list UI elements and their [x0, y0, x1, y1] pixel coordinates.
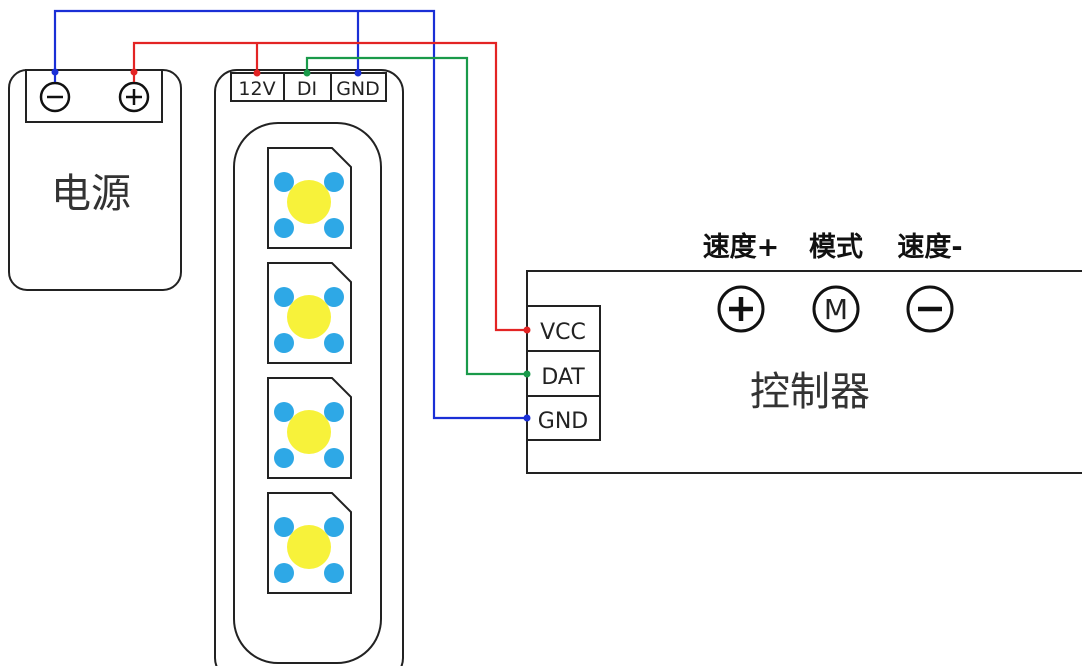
wire-node: [303, 69, 311, 77]
plus-circle-icon: [717, 285, 765, 333]
wire-ground: [53, 9, 527, 420]
led-chip: [267, 147, 352, 249]
button-label-speed-down: 速度-: [897, 231, 962, 263]
led-contact-dot: [324, 218, 344, 238]
wire-data: [305, 56, 527, 376]
led-contact-dot: [324, 448, 344, 468]
led-core: [287, 180, 331, 224]
led-contact-dot: [274, 287, 294, 307]
wire-node: [253, 69, 261, 77]
wire-node: [354, 69, 362, 77]
led-contact-dot: [274, 563, 294, 583]
wire-node: [51, 68, 59, 76]
wire-node: [130, 68, 138, 76]
button-label-speed-up: 速度+: [703, 231, 780, 263]
led-contact-dot: [274, 402, 294, 422]
plus-circle-icon: [118, 81, 150, 113]
led-core: [287, 410, 331, 454]
controller: VCC DAT GND 速度+ 模式 速度- M 控制器: [526, 231, 1082, 474]
led-contact-dot: [324, 402, 344, 422]
led-strip: 12V DI GND: [214, 69, 404, 666]
wire-node: [523, 414, 531, 422]
power-supply: 电源: [8, 69, 182, 291]
controller-pin-vcc: VCC: [540, 320, 586, 345]
led-core: [287, 295, 331, 339]
controller-label: 控制器: [750, 369, 870, 415]
button-label-mode: 模式: [809, 232, 863, 263]
wire-power: [132, 41, 527, 332]
strip-pin-gnd: GND: [336, 78, 380, 100]
led-contact-dot: [274, 172, 294, 192]
power-supply-label: 电源: [51, 171, 131, 217]
led-contact-dot: [324, 563, 344, 583]
led-group: [267, 147, 352, 594]
wire-node: [523, 370, 531, 378]
led-contact-dot: [324, 287, 344, 307]
strip-pin-di: DI: [297, 78, 317, 100]
led-contact-dot: [274, 517, 294, 537]
led-contact-dot: [324, 172, 344, 192]
mode-glyph: M: [824, 293, 848, 326]
led-contact-dot: [274, 448, 294, 468]
wires: [51, 9, 531, 422]
mode-m-circle-icon: M: [812, 285, 860, 333]
led-contact-dot: [274, 218, 294, 238]
led-chip: [267, 377, 352, 479]
led-contact-dot: [324, 333, 344, 353]
controller-pin-dat: DAT: [541, 365, 585, 390]
led-chip: [267, 262, 352, 364]
wire-node: [523, 326, 531, 334]
strip-pin-12v: 12V: [238, 78, 275, 100]
mode-button[interactable]: M: [812, 285, 860, 333]
speed-up-button[interactable]: [717, 285, 765, 333]
speed-down-button[interactable]: [906, 285, 954, 333]
minus-circle-icon: [39, 81, 71, 113]
led-chip: [267, 492, 352, 594]
minus-circle-icon: [906, 285, 954, 333]
led-contact-dot: [274, 333, 294, 353]
controller-pin-gnd: GND: [538, 409, 588, 434]
led-contact-dot: [324, 517, 344, 537]
controller-pin-block: [526, 305, 601, 441]
led-core: [287, 525, 331, 569]
